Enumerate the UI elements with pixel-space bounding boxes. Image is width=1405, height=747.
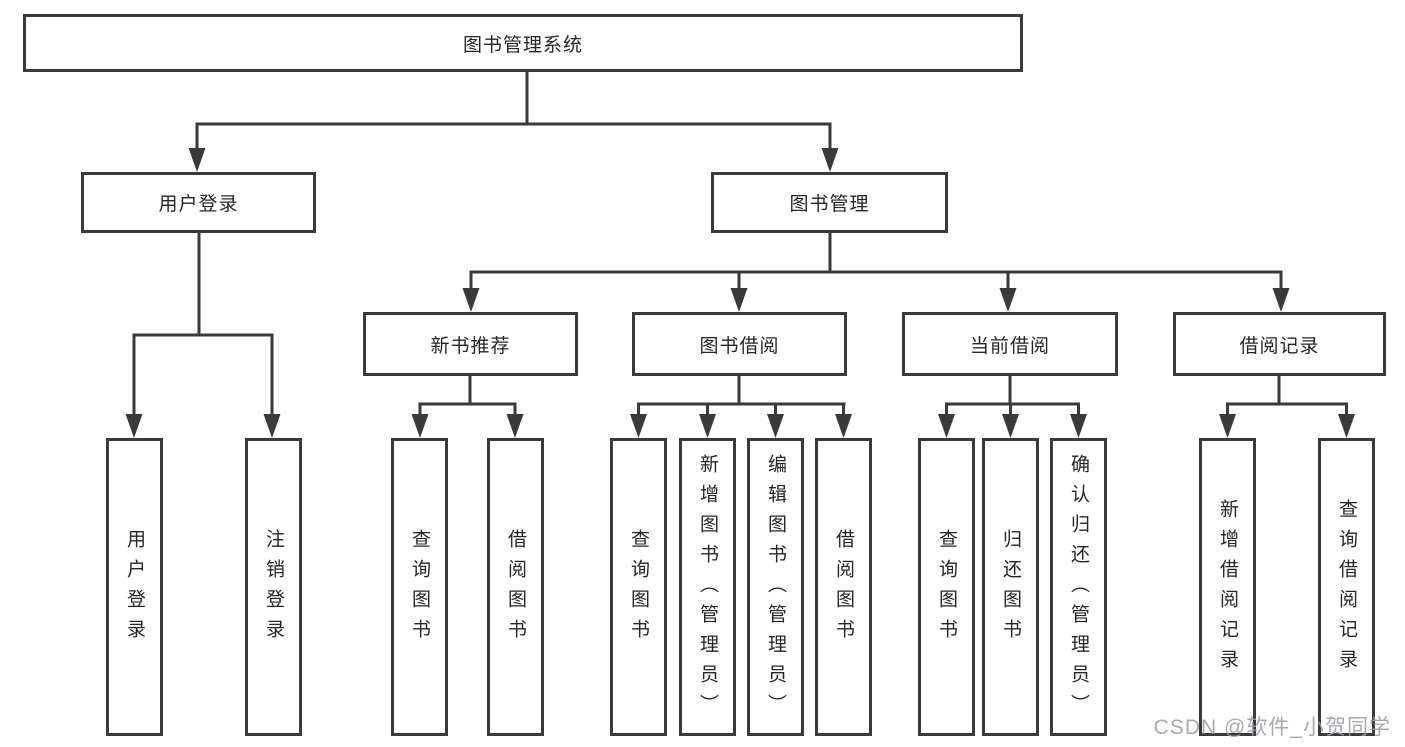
node-book-borrow-label: 图书借阅 xyxy=(699,335,780,357)
arrowhead-book-mgmt xyxy=(821,148,839,172)
leaf-bb-query-books-label: 查询图书 xyxy=(628,529,649,649)
leaf-bb-edit-book-admin-label: 编辑图书（管理员） xyxy=(765,454,786,724)
leaf-bb-add-book-admin-label: 新增图书（管理员） xyxy=(697,454,718,724)
leaf-br-query-record: 查询借阅记录 xyxy=(1318,438,1375,736)
arrowhead-borrowrecords xyxy=(1272,288,1290,312)
leaf-nb-borrow-books-label: 借阅图书 xyxy=(505,529,526,649)
node-current-borrow-label: 当前借阅 xyxy=(969,335,1050,357)
arrowhead-nb-borrow xyxy=(506,414,524,438)
leaf-br-query-record-label: 查询借阅记录 xyxy=(1336,499,1357,679)
arrowhead-bb-borrow xyxy=(835,414,852,438)
arrowhead-bookborrow xyxy=(730,288,748,312)
node-root: 图书管理系统 xyxy=(23,14,1023,72)
leaf-bb-add-book-admin: 新增图书（管理员） xyxy=(679,438,736,736)
leaf-bb-borrow-books-label: 借阅图书 xyxy=(833,529,854,649)
node-book-borrow: 图书借阅 xyxy=(632,312,847,376)
node-borrow-records-label: 借阅记录 xyxy=(1239,335,1320,357)
node-user-login-label: 用户登录 xyxy=(158,194,239,215)
arrowhead-cb-return xyxy=(1002,414,1019,438)
watermark: CSDN @软件_小贺同学 xyxy=(1153,716,1391,739)
arrowhead-br-query xyxy=(1338,414,1355,438)
node-new-book-recommend-label: 新书推荐 xyxy=(430,335,511,357)
node-book-management-label: 图书管理 xyxy=(789,194,870,215)
arrowhead-user-login xyxy=(188,148,206,172)
arrowhead-cb-query xyxy=(938,414,955,438)
node-new-book-recommend: 新书推荐 xyxy=(363,312,578,376)
arrowhead-cb-confirm xyxy=(1070,414,1087,438)
arrowhead-bb-query xyxy=(630,414,647,438)
arrowhead-logout-leaf xyxy=(263,414,281,438)
node-user-login: 用户登录 xyxy=(81,172,316,233)
node-current-borrow: 当前借阅 xyxy=(902,312,1118,376)
leaf-bb-borrow-books: 借阅图书 xyxy=(815,438,872,736)
arrowhead-nb-query xyxy=(411,414,429,438)
leaf-cb-confirm-return-admin: 确认归还（管理员） xyxy=(1050,438,1107,736)
leaf-nb-borrow-books: 借阅图书 xyxy=(487,438,544,736)
leaf-cb-return-books-label: 归还图书 xyxy=(1000,529,1021,649)
leaf-cb-return-books: 归还图书 xyxy=(982,438,1039,736)
leaf-bb-edit-book-admin: 编辑图书（管理员） xyxy=(747,438,804,736)
node-root-label: 图书管理系统 xyxy=(462,34,583,56)
arrowhead-bb-add xyxy=(699,414,716,438)
leaf-bb-query-books: 查询图书 xyxy=(610,438,667,736)
arrowhead-bb-edit xyxy=(767,414,784,438)
leaf-cb-confirm-return-admin-label: 确认归还（管理员） xyxy=(1068,454,1089,724)
leaf-user-login: 用户登录 xyxy=(106,438,163,736)
leaf-logout: 注销登录 xyxy=(245,438,302,736)
arrowhead-login-leaf xyxy=(125,414,143,438)
arrowhead-currentborrow xyxy=(999,288,1017,312)
leaf-logout-label: 注销登录 xyxy=(263,529,284,649)
leaf-cb-query-books: 查询图书 xyxy=(918,438,975,736)
leaf-cb-query-books-label: 查询图书 xyxy=(936,529,957,649)
leaf-br-add-record-label: 新增借阅记录 xyxy=(1217,499,1238,679)
leaf-br-add-record: 新增借阅记录 xyxy=(1199,438,1256,736)
arrowhead-newbook xyxy=(462,288,480,312)
node-borrow-records: 借阅记录 xyxy=(1173,312,1386,376)
leaf-user-login-label: 用户登录 xyxy=(124,529,145,649)
arrowhead-br-add xyxy=(1219,414,1236,438)
leaf-nb-query-books: 查询图书 xyxy=(391,438,448,736)
leaf-nb-query-books-label: 查询图书 xyxy=(409,529,430,649)
node-book-management: 图书管理 xyxy=(711,172,948,233)
